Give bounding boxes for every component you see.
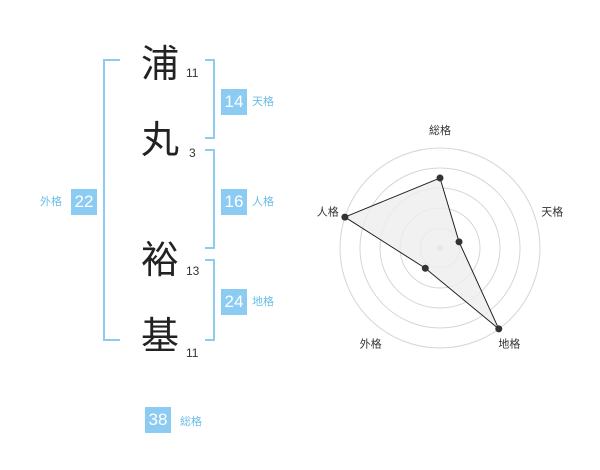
chikaku-bracket <box>205 259 215 341</box>
radar-ring-5 <box>339 147 541 349</box>
jinkaku-bracket <box>205 149 215 249</box>
radar-axis-label-1: 天格 <box>541 205 563 219</box>
radar-point-3 <box>421 264 429 272</box>
radar-area <box>343 177 500 330</box>
gaikaku-label: 外格 <box>40 195 62 208</box>
jinkaku-label: 人格 <box>252 195 274 208</box>
gaikaku-bracket <box>103 59 120 341</box>
radar-point-2 <box>495 325 503 333</box>
radar-point-1 <box>455 238 463 246</box>
name-char-2: 丸 <box>140 118 179 162</box>
tenkaku-bracket <box>205 59 215 139</box>
radar-point-4 <box>341 213 349 221</box>
chikaku-label: 地格 <box>252 295 274 308</box>
stroke-count-1: 11 <box>186 66 199 80</box>
chikaku-value: 24 <box>221 289 247 315</box>
tenkaku-value: 14 <box>221 89 247 115</box>
gaikaku-value: 22 <box>71 189 97 215</box>
name-char-4: 基 <box>140 314 179 358</box>
tenkaku-label: 天格 <box>252 95 274 108</box>
radar-axis-label-4: 人格 <box>317 205 339 219</box>
jinkaku-value: 16 <box>221 189 247 215</box>
name-char-3: 裕 <box>140 238 179 282</box>
radar-ring-4 <box>359 167 521 329</box>
stroke-count-2: 3 <box>189 146 196 160</box>
stroke-count-4: 11 <box>186 346 199 360</box>
name-char-1: 浦 <box>140 42 179 86</box>
soukaku-value: 38 <box>145 407 171 433</box>
radar-axis-label-0: 総格 <box>429 123 451 137</box>
stroke-count-3: 13 <box>186 264 200 278</box>
radar-point-0 <box>436 174 444 182</box>
radar-axis-label-2: 地格 <box>498 336 520 350</box>
soukaku-label: 総格 <box>180 415 202 428</box>
radar-axis-label-3: 外格 <box>360 336 382 350</box>
